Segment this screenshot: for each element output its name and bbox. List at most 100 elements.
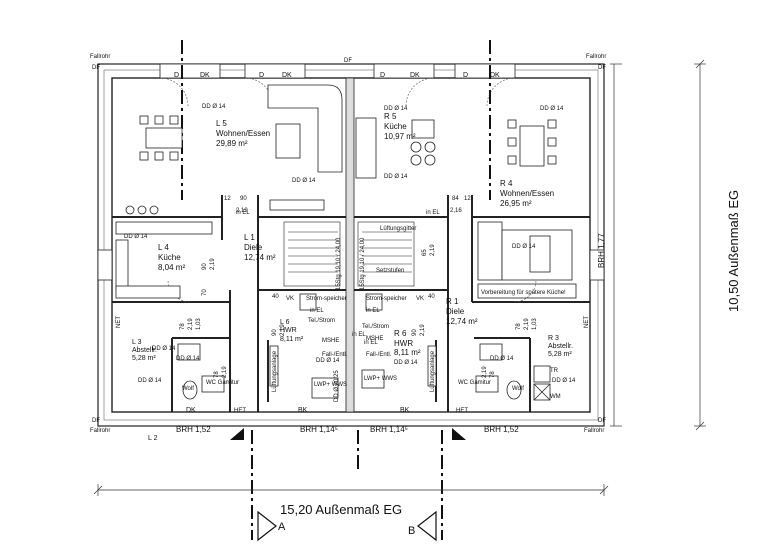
fallrohr-label: Fallrohr [584, 428, 604, 434]
dim-label: 65 [422, 249, 428, 256]
svg-text:12,74 m²: 12,74 m² [244, 253, 276, 262]
kitchen-counter-left [115, 205, 213, 299]
stairs-right [357, 221, 415, 287]
brh-label: BRH 1,52 [176, 425, 211, 434]
fall-label: Fall-/Entl. [366, 352, 392, 358]
door-label: DK [490, 72, 500, 79]
svg-text:10,97 m²: 10,97 m² [384, 132, 416, 141]
df-label: DF [344, 58, 352, 64]
door-label: HET [456, 408, 468, 414]
dim-label: 40 [428, 294, 435, 300]
svg-text:R 1: R 1 [446, 297, 459, 306]
dim-label: 78 [516, 323, 522, 330]
door-label: BK [400, 407, 410, 414]
setzstufen-label: Setzstufen [376, 268, 404, 274]
door-label: DK [282, 72, 292, 79]
tr-label: TR [550, 368, 559, 374]
ceiling-outlet-label: DD Ø 14 [202, 104, 226, 110]
heatpump-label: LWP+ WWS [314, 382, 347, 388]
lueftungsgitter-label: Lüftungsgitter [380, 226, 416, 232]
dimension-chain-right [610, 59, 706, 431]
hwr-equipment [269, 293, 437, 399]
mshe-label: MSHE [366, 336, 383, 342]
dim-label: 1,03 [532, 318, 538, 330]
tel-strom-label: Tel./Strom [308, 318, 335, 324]
ceiling-outlet-label: DD Ø 14 [384, 174, 408, 180]
dim-label: 84 [452, 196, 459, 202]
in-el-label: in EL [364, 340, 378, 346]
room-l1: L 1 Diele 12,74 m² [244, 233, 276, 262]
svg-text:Abstellr.: Abstellr. [548, 343, 573, 350]
ceiling-outlet-label: DD Ø 14 [138, 378, 162, 384]
dimension-chain-bottom [93, 484, 609, 496]
bath-fixtures [177, 343, 551, 401]
overall-width-label: 15,20 Außenmaß EG [280, 502, 402, 517]
dim-label: 70 [202, 289, 208, 296]
svg-text:R 3: R 3 [548, 335, 559, 342]
dining-table-right [507, 119, 557, 167]
svg-text:R 5: R 5 [384, 112, 397, 121]
ceiling-outlet-label: DD Ø 14 [124, 234, 148, 240]
svg-text:L 6: L 6 [280, 319, 290, 326]
dim-label: 40 [272, 294, 279, 300]
dim-label: 2,19 [482, 366, 488, 378]
svg-text:R 6: R 6 [394, 329, 407, 338]
svg-text:Wohnen/Essen: Wohnen/Essen [500, 189, 554, 198]
dim-label: 78 [214, 371, 220, 378]
brh-label: BRH 1,14⁵ [370, 425, 408, 434]
section-a-label: A [278, 521, 286, 533]
dim-label: 90 [202, 263, 208, 270]
svg-text:HWR: HWR [394, 339, 413, 348]
svg-text:26,95 m²: 26,95 m² [500, 199, 532, 208]
dim-label: 12 [224, 196, 231, 202]
stairs-label: 15Stg 19,10 / 24,00 [360, 237, 366, 290]
door-label: BK [298, 407, 308, 414]
room-r6: R 6 HWR 8,11 m² [394, 329, 421, 357]
dim-label: 2,19 [222, 366, 228, 378]
in-el-label: in EL [352, 332, 366, 338]
dim-label: 90 [240, 196, 247, 202]
section-axes [181, 40, 491, 540]
room-l2-label: L 2 [148, 435, 158, 442]
svg-text:L 5: L 5 [216, 119, 227, 128]
dim-label: 78 [490, 371, 496, 378]
svg-text:8,11 m²: 8,11 m² [280, 336, 304, 343]
dim-label: 2,19 [420, 324, 426, 336]
fallrohr-label: Fallrohr [586, 54, 606, 60]
dining-table-left [139, 115, 183, 161]
ceiling-outlet-label: DD Ø 14 [394, 360, 418, 366]
svg-text:Diele: Diele [244, 243, 263, 252]
brh-label: BRH 1,52 [484, 425, 519, 434]
door-label: D [259, 72, 264, 79]
kitchen-island-right [355, 117, 436, 179]
ventilation-label: Lüftungsanlage [272, 350, 278, 392]
ceiling-outlet-label: DD Ø 14 [152, 346, 176, 352]
door-label: D [174, 72, 179, 79]
wolf-label: Wolf [182, 386, 194, 392]
door-label: D [463, 72, 468, 79]
svg-text:L 4: L 4 [158, 243, 169, 252]
fall-label: Fall-/Entl. [322, 352, 348, 358]
sofa-left [267, 84, 343, 173]
heatpump-label: LWP+ WWS [364, 376, 397, 382]
room-l3: L 3 Abstellr. 5,28 m² [132, 339, 157, 362]
dim-label: 12 [464, 196, 471, 202]
door-label: HET [234, 408, 246, 414]
svg-text:Wohnen/Essen: Wohnen/Essen [216, 129, 270, 138]
dim-label: 2,19 [188, 318, 194, 330]
vk-label: VK [416, 296, 424, 302]
svg-text:Küche: Küche [158, 253, 181, 262]
svg-text:5,28 m²: 5,28 m² [132, 355, 156, 362]
outlet-label: DD Ø 20/25 [334, 370, 340, 402]
stairs-label: 15Stg 19,10 / 24,00 [336, 237, 342, 290]
section-arrows [257, 510, 437, 542]
storage-label: Strom-speicher [306, 296, 347, 302]
svg-text:29,89 m²: 29,89 m² [216, 139, 248, 148]
svg-text:8,04 m²: 8,04 m² [158, 263, 185, 272]
svg-text:Abstellr.: Abstellr. [132, 347, 157, 354]
svg-text:Küche: Küche [384, 122, 407, 131]
svg-text:12,74 m²: 12,74 m² [446, 317, 478, 326]
dim-label: 78 [180, 323, 186, 330]
door-label: DK [410, 72, 420, 79]
